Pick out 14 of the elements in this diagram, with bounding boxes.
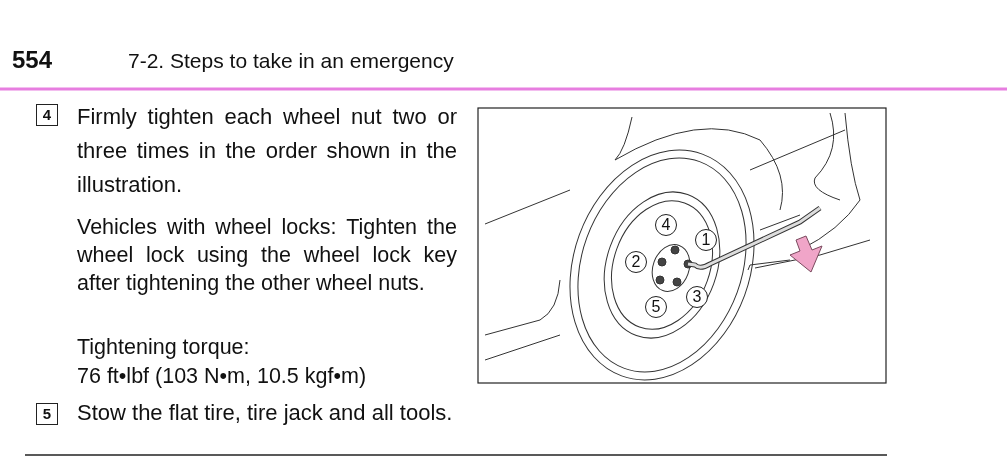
callout-number: 4 [655,214,677,236]
callout-number: 3 [686,286,708,308]
section-heading: 7-2. Steps to take in an emergency [128,49,454,73]
note-text: Vehicles with wheel locks: Tighten the wheel lock using the wheel lock key after tightening the other wheel nuts. [77,214,457,297]
torque-heading: Tightening torque: [77,335,250,360]
step-number: 5 [36,403,58,425]
callout-number: 5 [645,296,667,318]
torque-value: 76 ft•lbf (103 N•m, 10.5 kgf•m) [77,364,367,389]
callout-number: 2 [625,251,647,273]
page-number: 554 [12,46,53,74]
step-text: Stow the flat tire, tire jack and all tools. [77,400,453,426]
callout-number: 1 [695,229,717,251]
step-number: 4 [36,104,58,126]
step-text: Firmly tighten each wheel nut two or three times in the order shown in the illustration. [77,103,457,199]
